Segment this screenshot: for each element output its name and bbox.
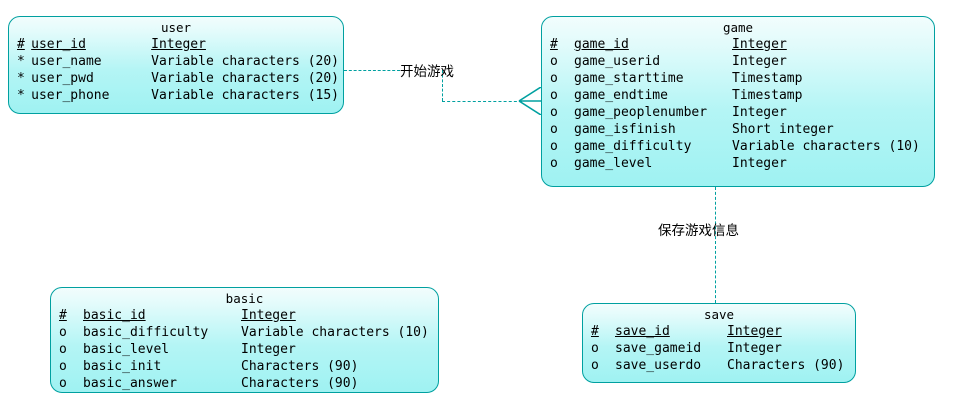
attribute-type: Integer xyxy=(732,54,787,69)
attribute-row: o save_userdo Characters (90) xyxy=(591,357,848,374)
attribute-name: game_starttime xyxy=(574,71,684,86)
attribute-row: o game_starttime Timestamp xyxy=(550,70,924,87)
attribute-key: o xyxy=(550,88,558,103)
attribute-key: o xyxy=(59,342,67,357)
attribute-row: o game_userid Integer xyxy=(550,53,924,70)
attribute-name: user_phone xyxy=(31,88,110,103)
attribute-type: Variable characters (15) xyxy=(151,88,339,103)
attribute-type: Characters (90) xyxy=(727,358,845,373)
attribute-name: basic_answer xyxy=(83,376,177,391)
attribute-key: o xyxy=(59,359,67,374)
attribute-row: o basic_answer Characters (90) xyxy=(59,375,433,392)
entity-game-title: game xyxy=(722,20,754,35)
attribute-row: o game_peoplenumber Integer xyxy=(550,104,924,121)
attribute-row: * user_phone Variable characters (15) xyxy=(17,87,343,104)
attribute-key: # xyxy=(17,37,25,52)
attribute-name: game_difficulty xyxy=(574,139,692,154)
entity-user-title: user xyxy=(160,20,192,35)
attribute-name: user_id xyxy=(31,37,86,52)
attribute-name: save_gameid xyxy=(615,341,702,356)
attribute-name: user_pwd xyxy=(31,71,94,86)
attribute-key: * xyxy=(17,88,25,103)
attribute-name: save_userdo xyxy=(615,358,702,373)
attribute-key: o xyxy=(550,105,558,120)
relationship-label-save-game: 保存游戏信息 xyxy=(658,223,739,239)
attribute-key: o xyxy=(550,71,558,86)
attribute-row: o game_endtime Timestamp xyxy=(550,87,924,104)
attribute-key: o xyxy=(591,358,599,373)
attribute-name: game_level xyxy=(574,156,653,171)
attribute-row: * user_name Variable characters (20) xyxy=(17,53,343,70)
attribute-row: # game_id Integer xyxy=(550,36,924,53)
attribute-row: * user_pwd Variable characters (20) xyxy=(17,70,343,87)
entity-save[interactable]: save # save_id Integer o save_gameid Int… xyxy=(582,303,856,383)
attribute-row: # basic_id Integer xyxy=(59,307,433,324)
attribute-type: Integer xyxy=(241,308,296,323)
attribute-key: o xyxy=(550,122,558,137)
attribute-row: o basic_level Integer xyxy=(59,341,433,358)
entity-basic-attributes: # basic_id Integer o basic_difficulty Va… xyxy=(59,307,433,392)
attribute-type: Integer xyxy=(732,105,787,120)
attribute-name: save_id xyxy=(615,324,670,339)
attribute-key: o xyxy=(550,139,558,154)
attribute-key: * xyxy=(17,54,25,69)
attribute-row: o game_difficulty Variable characters (1… xyxy=(550,138,924,155)
attribute-name: basic_id xyxy=(83,308,146,323)
attribute-key: o xyxy=(550,156,558,171)
attribute-name: game_id xyxy=(574,37,629,52)
entity-basic[interactable]: basic # basic_id Integer o basic_difficu… xyxy=(50,287,439,393)
attribute-name: game_endtime xyxy=(574,88,668,103)
attribute-type: Timestamp xyxy=(732,71,803,86)
attribute-row: # user_id Integer xyxy=(17,36,343,53)
attribute-row: o basic_difficulty Variable characters (… xyxy=(59,324,433,341)
relationship-save-game-segment-vertical[interactable] xyxy=(715,187,716,303)
attribute-key: o xyxy=(59,325,67,340)
attribute-type: Integer xyxy=(727,324,782,339)
attribute-key: o xyxy=(550,54,558,69)
attribute-name: basic_init xyxy=(83,359,162,374)
attribute-row: o game_isfinish Short integer xyxy=(550,121,924,138)
attribute-type: Variable characters (20) xyxy=(151,71,339,86)
attribute-type: Integer xyxy=(732,37,787,52)
attribute-type: Integer xyxy=(732,156,787,171)
attribute-key: # xyxy=(59,308,67,323)
attribute-type: Short integer xyxy=(732,122,834,137)
attribute-type: Integer xyxy=(151,37,206,52)
relationship-start-game-segment-horizontal-2[interactable] xyxy=(442,101,522,102)
attribute-name: game_userid xyxy=(574,54,661,69)
attribute-type: Variable characters (10) xyxy=(241,325,429,340)
entity-user-attributes: # user_id Integer * user_name Variable c… xyxy=(17,36,343,104)
attribute-type: Characters (90) xyxy=(241,376,359,391)
entity-game[interactable]: game # game_id Integer o game_userid Int… xyxy=(541,16,935,187)
attribute-type: Variable characters (20) xyxy=(151,54,339,69)
attribute-key: * xyxy=(17,71,25,86)
attribute-row: o save_gameid Integer xyxy=(591,340,848,357)
attribute-type: Integer xyxy=(727,341,782,356)
attribute-key: # xyxy=(550,37,558,52)
attribute-name: game_isfinish xyxy=(574,122,676,137)
attribute-row: o basic_init Characters (90) xyxy=(59,358,433,375)
entity-basic-title: basic xyxy=(225,291,264,306)
attribute-name: basic_level xyxy=(83,342,170,357)
relationship-label-start-game: 开始游戏 xyxy=(400,64,454,80)
entity-game-attributes: # game_id Integer o game_userid Integer … xyxy=(550,36,924,172)
relationship-start-game-segment-horizontal-1[interactable] xyxy=(344,70,400,71)
attribute-row: o game_level Integer xyxy=(550,155,924,172)
attribute-type: Characters (90) xyxy=(241,359,359,374)
entity-save-title: save xyxy=(703,307,735,322)
attribute-name: user_name xyxy=(31,54,102,69)
attribute-type: Variable characters (10) xyxy=(732,139,920,154)
attribute-row: # save_id Integer xyxy=(591,323,848,340)
attribute-key: o xyxy=(59,376,67,391)
attribute-type: Timestamp xyxy=(732,88,803,103)
attribute-type: Integer xyxy=(241,342,296,357)
attribute-key: # xyxy=(591,324,599,339)
entity-save-attributes: # save_id Integer o save_gameid Integer … xyxy=(591,323,848,374)
attribute-name: game_peoplenumber xyxy=(574,105,708,120)
entity-user[interactable]: user # user_id Integer * user_name Varia… xyxy=(8,16,344,114)
attribute-key: o xyxy=(591,341,599,356)
attribute-name: basic_difficulty xyxy=(83,325,209,340)
relationship-start-game-segment-vertical[interactable] xyxy=(442,70,443,101)
crowfoot-many-icon xyxy=(518,87,542,115)
